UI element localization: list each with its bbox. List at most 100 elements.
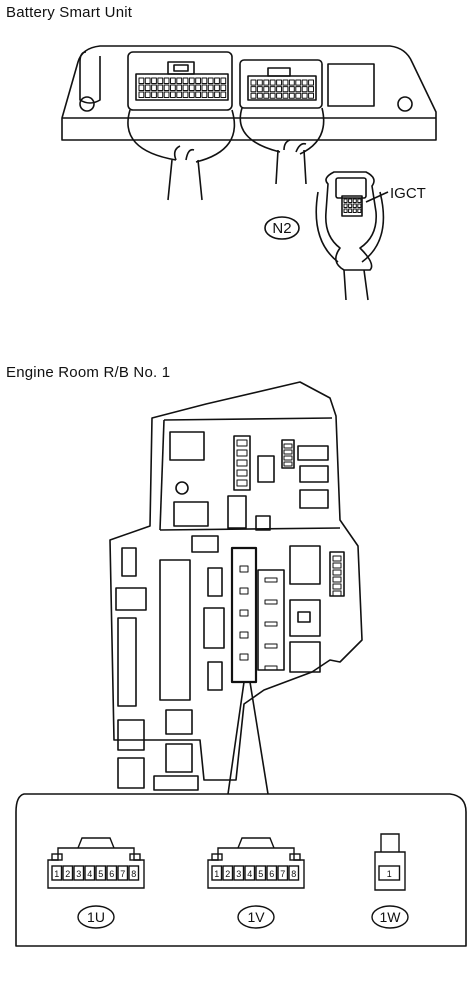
- battery-unit-connector-pin: [207, 84, 214, 91]
- battery-unit-connector-pin: [182, 91, 189, 98]
- connector-key: [211, 853, 223, 861]
- battery-unit-connector-pin: [276, 92, 283, 99]
- relay-block-slot-terminal: [264, 577, 278, 583]
- connector-pin-number: 1: [54, 869, 59, 879]
- battery-unit-connector-pin: [301, 79, 308, 86]
- fuse-cell: [236, 469, 248, 477]
- battery-unit-connector-pin: [151, 91, 157, 98]
- battery-smart-unit-title: Battery Smart Unit: [6, 4, 133, 21]
- connector-pin-cell: [73, 865, 85, 881]
- connector-key: [289, 853, 301, 861]
- connector-id-label: 1W: [380, 909, 402, 925]
- connector-n2-pin: [352, 203, 357, 208]
- battery-unit-connector-pin: [250, 79, 257, 86]
- relay-block-slot-terminal: [264, 621, 278, 627]
- battery-unit-connector-pin: [201, 91, 208, 98]
- battery-smart-unit: [61, 45, 437, 141]
- fuse-cell: [236, 439, 248, 447]
- battery-unit-connector-pin: [288, 92, 295, 99]
- connector-housing: [374, 851, 406, 891]
- battery-unit-connector-pin: [295, 86, 302, 93]
- connector-pin-number: 1: [214, 869, 219, 879]
- fuse-cell: [332, 583, 342, 590]
- connector-pin-cell: [244, 865, 256, 881]
- battery-unit-connector-pin: [250, 86, 257, 93]
- relay-block-slot-terminal: [264, 665, 278, 671]
- connector-id-label: 1V: [247, 909, 265, 925]
- battery-unit-connector-pin: [250, 92, 257, 99]
- battery-unit-connector-pin: [182, 77, 189, 84]
- connector-n2-pin: [348, 203, 353, 208]
- fuse-cell: [332, 562, 342, 569]
- connector-1v: [207, 837, 305, 929]
- connector-n2-pin: [348, 208, 353, 213]
- battery-unit-connector-pin: [144, 91, 151, 98]
- battery-unit-connector-pin: [214, 84, 220, 91]
- fuse-cell: [332, 576, 342, 583]
- connector-n2-pin: [343, 208, 348, 213]
- connector-pin-cell: [51, 865, 63, 881]
- battery-unit-connector-pin: [308, 79, 315, 86]
- battery-unit-connector-pin: [295, 79, 302, 86]
- battery-unit-connector-pin: [188, 77, 195, 84]
- battery-unit-connector-pin: [151, 77, 157, 84]
- fuse-cell: [236, 449, 248, 457]
- battery-unit-connector-pin: [176, 84, 183, 91]
- relay-block-slot-terminal: [239, 631, 249, 639]
- connector-pin-number: 3: [76, 869, 81, 879]
- battery-unit-connector-pin: [188, 91, 195, 98]
- battery-unit-connector-pin: [144, 84, 151, 91]
- battery-unit-connector-pin: [295, 92, 302, 99]
- battery-unit-connector-pin: [282, 86, 289, 93]
- battery-unit-connector-pin: [207, 77, 214, 84]
- connector-pin-cell: [128, 865, 140, 881]
- connector-pin-number: 6: [109, 869, 114, 879]
- connector-n2-pin: [343, 203, 348, 208]
- fuse-cell: [236, 479, 248, 487]
- battery-unit-connector-pin: [176, 91, 183, 98]
- connector-latch: [380, 833, 400, 852]
- battery-unit-connector-pin: [269, 86, 276, 93]
- battery-unit-connector-pin: [263, 92, 270, 99]
- battery-unit-connector-pin: [170, 77, 176, 84]
- battery-unit-connector-pin: [195, 91, 201, 98]
- battery-unit-connector-pin: [170, 91, 176, 98]
- battery-unit-connector-pin: [188, 84, 195, 91]
- battery-unit-connector-pin: [276, 86, 283, 93]
- connector-id-label: 1U: [87, 909, 105, 925]
- connector-pin-number: 7: [120, 869, 125, 879]
- connector-n2-pin: [348, 198, 353, 203]
- relay-block-slot-terminal: [239, 565, 249, 573]
- relay-block-slot-terminal: [239, 653, 249, 661]
- relay-block-slot-terminal: [264, 599, 278, 605]
- battery-unit-connector-pin: [151, 84, 157, 91]
- connector-pin-number: 6: [269, 869, 274, 879]
- connector-pin-cell: [233, 865, 245, 881]
- connector-pin-number: 4: [247, 869, 252, 879]
- battery-unit-connector-pin: [163, 77, 170, 84]
- connector-key: [51, 853, 63, 861]
- battery-unit-connector-pin: [256, 86, 263, 93]
- battery-unit-connector-pin: [201, 77, 208, 84]
- battery-unit-connector-pin: [207, 91, 214, 98]
- igct-wire-label: IGCT: [390, 185, 426, 202]
- connector-pin-number: 3: [236, 869, 241, 879]
- connector-pin-number: 1: [387, 869, 392, 879]
- connector-n2-pin: [343, 198, 348, 203]
- connector-pin-number: 8: [131, 869, 136, 879]
- battery-unit-connector-pin: [282, 92, 289, 99]
- connector-pin-cell: [95, 865, 107, 881]
- connector-1w: [371, 833, 409, 929]
- battery-unit-connector-pin: [214, 77, 220, 84]
- connector-latch: [237, 837, 275, 849]
- battery-unit-connector-pin: [195, 77, 201, 84]
- battery-unit-connector-pin: [170, 84, 176, 91]
- connector-pin-cell: [106, 865, 118, 881]
- battery-unit-connector-pin: [269, 79, 276, 86]
- connector-pin-number: 8: [291, 869, 296, 879]
- battery-unit-connector-pin: [220, 77, 227, 84]
- fuse-cell: [283, 449, 293, 455]
- connector-n2-pin: [357, 203, 362, 208]
- battery-unit-connector-pin: [157, 84, 164, 91]
